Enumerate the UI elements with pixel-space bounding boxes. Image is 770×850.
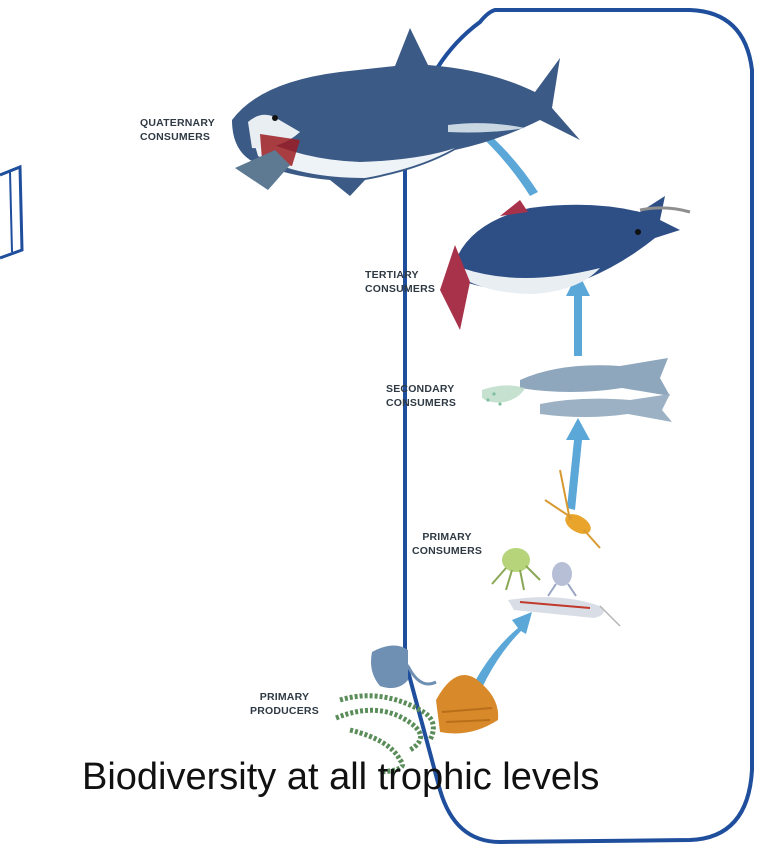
fish-pair-icon	[482, 358, 672, 422]
label-quaternary-line1: QUATERNARY	[140, 116, 215, 130]
label-tertiary-line1: TERTIARY	[365, 268, 435, 282]
label-primary-consumers-line1: PRIMARY	[412, 530, 482, 544]
diagram-caption: Biodiversity at all trophic levels	[82, 756, 722, 799]
mite-icon	[492, 548, 540, 590]
energy-arrows	[458, 112, 590, 722]
label-tertiary-line2: CONSUMERS	[365, 282, 435, 296]
dinoflagellate-icon	[371, 645, 436, 688]
label-primary-producers: PRIMARY PRODUCERS	[250, 690, 319, 718]
label-secondary-consumers: SECONDARY CONSUMERS	[386, 382, 456, 410]
diatom-cone-icon	[436, 675, 498, 734]
label-producers-line2: PRODUCERS	[250, 704, 319, 718]
label-producers-line1: PRIMARY	[250, 690, 319, 704]
label-quaternary-consumers: QUATERNARY CONSUMERS	[140, 116, 215, 144]
krill-icon	[548, 562, 576, 596]
tuna-icon	[440, 196, 690, 330]
label-secondary-line2: CONSUMERS	[386, 396, 456, 410]
label-primary-consumers-line2: CONSUMERS	[412, 544, 482, 558]
label-secondary-line1: SECONDARY	[386, 382, 456, 396]
zooplankton-group	[492, 470, 620, 626]
left-edge-fragment	[0, 167, 22, 258]
label-tertiary-consumers: TERTIARY CONSUMERS	[365, 268, 435, 296]
arrow-primary-to-secondary	[566, 418, 590, 510]
label-primary-consumers: PRIMARY CONSUMERS	[412, 530, 482, 558]
label-quaternary-line2: CONSUMERS	[140, 130, 215, 144]
